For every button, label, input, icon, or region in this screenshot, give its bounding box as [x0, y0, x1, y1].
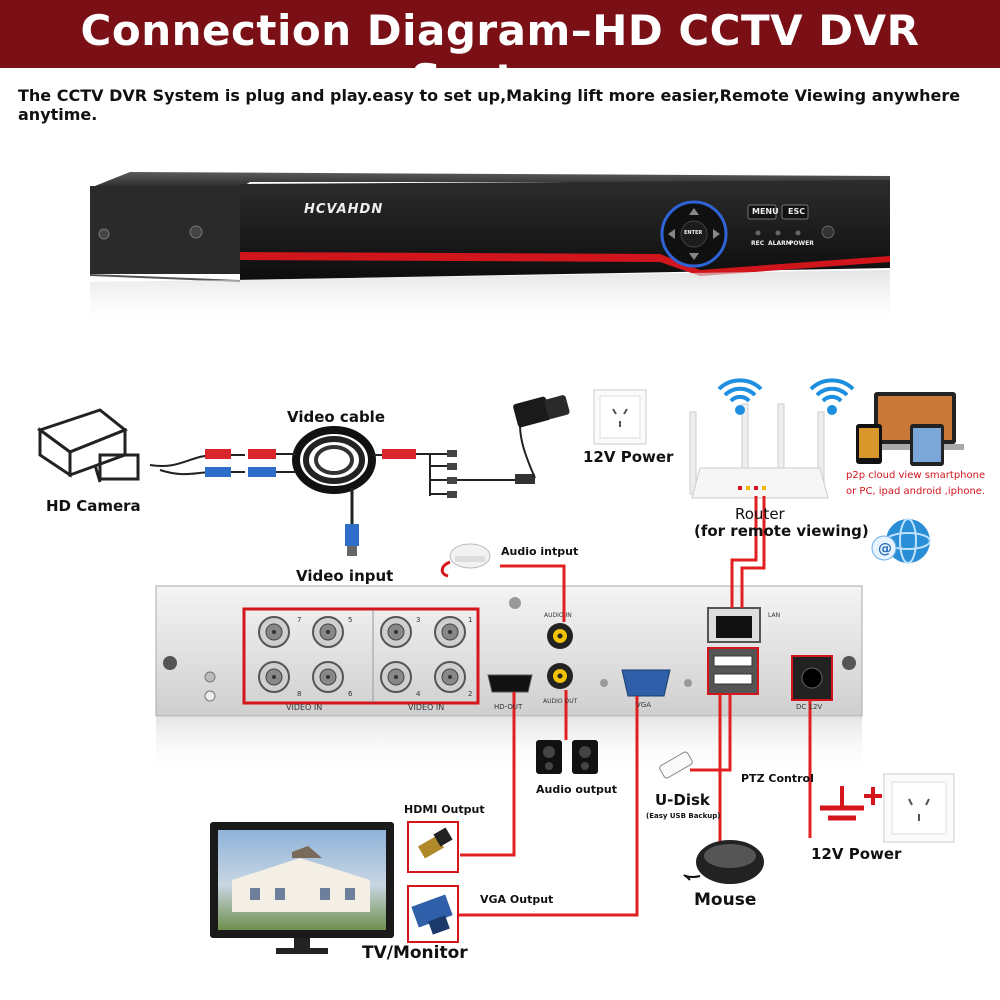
video-input-label: Video input — [296, 567, 394, 585]
speakers-icon — [536, 740, 598, 774]
rec-indicator-label: REC — [751, 240, 765, 247]
wifi-icon — [717, 378, 763, 415]
port-number-6: 6 — [348, 690, 353, 698]
wall-socket-bottom-icon — [883, 773, 955, 843]
camera-icon — [36, 408, 140, 483]
remote-devices-icon — [856, 392, 964, 466]
video-cable-coil — [149, 426, 535, 556]
connection-lines — [458, 496, 812, 917]
video-in-label-left: VIDEO IN — [286, 703, 323, 712]
router-label: Router — [735, 505, 785, 523]
ptz-control-label: PTZ Control — [741, 772, 814, 785]
hd-camera-label: HD Camera — [46, 497, 141, 515]
power-adapter-icon — [513, 395, 570, 479]
video-cable-label: Video cable — [287, 408, 385, 426]
hdmi-connector-icon — [407, 821, 459, 873]
port-number-5: 5 — [348, 616, 353, 624]
audio-out-port-label: AUDIO OUT — [543, 698, 578, 705]
hdmi-output-label: HDMI Output — [404, 803, 485, 816]
tv-monitor-icon — [210, 822, 394, 954]
power-top-label: 12V Power — [583, 448, 674, 466]
tv-monitor-label: TV/Monitor — [362, 943, 468, 963]
power-polarity-icon — [820, 786, 882, 821]
dvr-brand-logo: HCVAHDN — [304, 202, 384, 217]
port-number-3: 3 — [416, 616, 421, 624]
microphone-icon — [440, 543, 491, 578]
bnc-ports — [258, 616, 466, 693]
udisk-note-label: (Easy USB Backup) — [646, 812, 721, 820]
power-indicator-label: POWER — [789, 240, 814, 247]
port-number-2: 2 — [468, 690, 473, 698]
svg-text:@: @ — [878, 541, 892, 557]
vga-output-label: VGA Output — [480, 893, 554, 906]
dc-port-label: DC 12V — [796, 703, 823, 711]
enter-button[interactable]: ENTER — [684, 230, 703, 236]
port-number-8: 8 — [297, 690, 302, 698]
wifi-icon-right — [809, 378, 855, 415]
port-number-1: 1 — [468, 616, 473, 624]
usb-drive-icon — [659, 751, 693, 779]
title-banner: Connection Diagram–HD CCTV DVR System — [0, 0, 1000, 104]
hd-out-port-label: HD-OUT — [494, 703, 523, 711]
page-subtitle: The CCTV DVR System is plug and play.eas… — [18, 86, 961, 124]
udisk-label: U-Disk — [655, 791, 710, 809]
vga-port-label: VGA — [636, 701, 652, 709]
port-number-4: 4 — [416, 690, 421, 698]
alarm-indicator-label: ALARM — [768, 240, 792, 247]
video-in-label-right: VIDEO IN — [408, 703, 445, 712]
port-number-7: 7 — [297, 616, 302, 624]
wall-socket-top-icon — [593, 389, 647, 445]
dvr-front-unit — [90, 172, 890, 330]
vga-connector-icon — [407, 885, 459, 943]
router-note-label: (for remote viewing) — [694, 522, 869, 540]
menu-button[interactable]: MENU — [752, 207, 779, 216]
esc-button[interactable]: ESC — [788, 207, 806, 216]
mouse-label: Mouse — [694, 890, 757, 910]
audio-in-port-label: AUDIO IN — [544, 612, 572, 619]
power-bottom-label: 12V Power — [811, 845, 902, 863]
p2p-line-2: or PC, ipad android ,iphone. — [846, 486, 986, 497]
router-icon — [689, 403, 829, 499]
lan-port-label: LAN — [768, 612, 781, 619]
audio-input-label: Audio intput — [501, 545, 579, 558]
page-title: Connection Diagram–HD CCTV DVR System — [80, 6, 920, 104]
audio-output-label: Audio output — [536, 783, 617, 796]
p2p-line-1: p2p cloud view smartphone — [846, 470, 986, 481]
dvr-back-panel — [155, 585, 863, 776]
mouse-icon — [683, 840, 764, 884]
internet-globe-icon: @ — [871, 518, 931, 564]
